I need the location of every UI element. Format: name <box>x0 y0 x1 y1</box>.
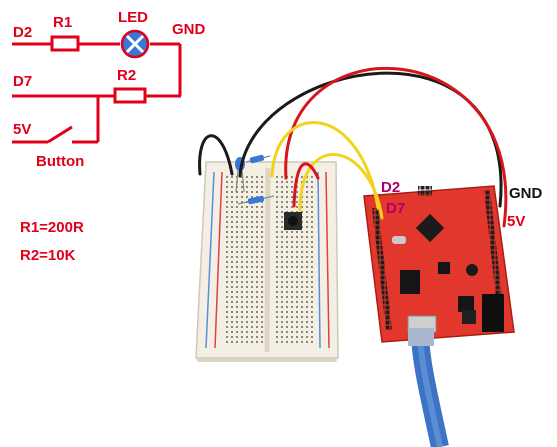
board-label-5v: 5V <box>507 213 525 230</box>
schematic-label-led: LED <box>118 9 148 26</box>
breadboard-resistor-r1 <box>245 154 271 164</box>
board-label-gnd: GND <box>509 185 543 202</box>
usb-cable <box>408 328 449 447</box>
board-label-d2: D2 <box>381 179 400 196</box>
red-wire-button <box>292 162 320 208</box>
yellow-wire-d2 <box>270 121 380 210</box>
resistor-r2 <box>113 87 147 104</box>
jumper-wires <box>198 67 508 228</box>
schematic-label-5v: 5V <box>13 121 31 138</box>
circuit-schematic <box>12 35 182 144</box>
resistor-r1 <box>50 35 80 52</box>
schematic-label-d2: D2 <box>13 24 32 41</box>
r1-value-label: R1=200R <box>20 219 84 236</box>
button-switch-lever <box>47 125 73 144</box>
microcontroller-board <box>363 185 515 343</box>
led-symbol <box>120 29 150 59</box>
breadboard-resistor-r2 <box>237 195 275 205</box>
black-wire-led-gnd <box>198 134 234 176</box>
board-label-d7: D7 <box>386 200 405 217</box>
breadboard-pushbutton <box>284 212 302 230</box>
schematic-label-button: Button <box>36 153 84 170</box>
schematic-label-r1: R1 <box>53 14 72 31</box>
yellow-wire-d7 <box>298 153 384 220</box>
breadboard <box>195 161 339 362</box>
schematic-label-r2: R2 <box>117 67 136 84</box>
r2-value-label: R2=10K <box>20 247 76 264</box>
schematic-label-d7: D7 <box>13 73 32 90</box>
schematic-label-gnd: GND <box>172 21 206 38</box>
red-wire-5v <box>284 67 508 228</box>
